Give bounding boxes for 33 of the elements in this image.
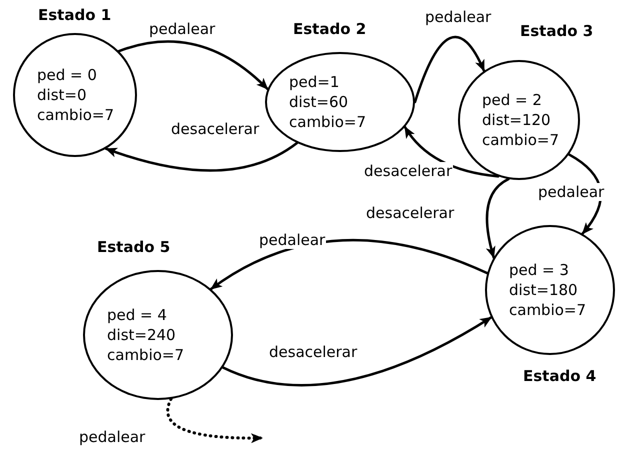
- state-variable: dist=60: [289, 92, 348, 112]
- state-title: Estado 2: [293, 20, 366, 38]
- state-variable: dist=120: [482, 110, 551, 130]
- arrow: [486, 178, 510, 259]
- state-variable: cambio=7: [509, 300, 586, 320]
- state-variable: ped = 0: [37, 65, 97, 85]
- state-variable: cambio=7: [482, 130, 560, 150]
- state-variable: ped = 3: [509, 260, 569, 280]
- state-variable: cambio=7: [289, 112, 366, 132]
- edge-label: pedalear: [537, 183, 606, 201]
- arrow: [222, 316, 492, 387]
- state-variable: dist=0: [37, 85, 86, 105]
- state-title: Estado 1: [38, 6, 112, 24]
- arrow: [104, 142, 298, 172]
- state-variable: cambio=7: [107, 345, 184, 365]
- arrow: [166, 398, 264, 444]
- arrow: [414, 36, 486, 104]
- state-title: Estado 4: [523, 367, 596, 385]
- edge-label: pedalear: [78, 428, 146, 446]
- edge-label: pedalear: [424, 8, 492, 26]
- state-title: Estado 3: [520, 22, 594, 40]
- state-variable: ped = 4: [107, 305, 167, 325]
- state-variable: dist=180: [509, 280, 578, 300]
- arrow: [404, 126, 500, 178]
- edge-label: pedalear: [148, 20, 216, 38]
- state-variable: cambio=7: [37, 105, 114, 125]
- state-variable: dist=240: [107, 325, 176, 345]
- state-variable: ped=1: [289, 72, 340, 92]
- state-variable: ped = 2: [482, 90, 542, 110]
- state-title: Estado 5: [97, 238, 170, 256]
- arrow: [210, 239, 488, 290]
- edge-label: pedalear: [258, 231, 326, 249]
- arrow: [118, 40, 269, 90]
